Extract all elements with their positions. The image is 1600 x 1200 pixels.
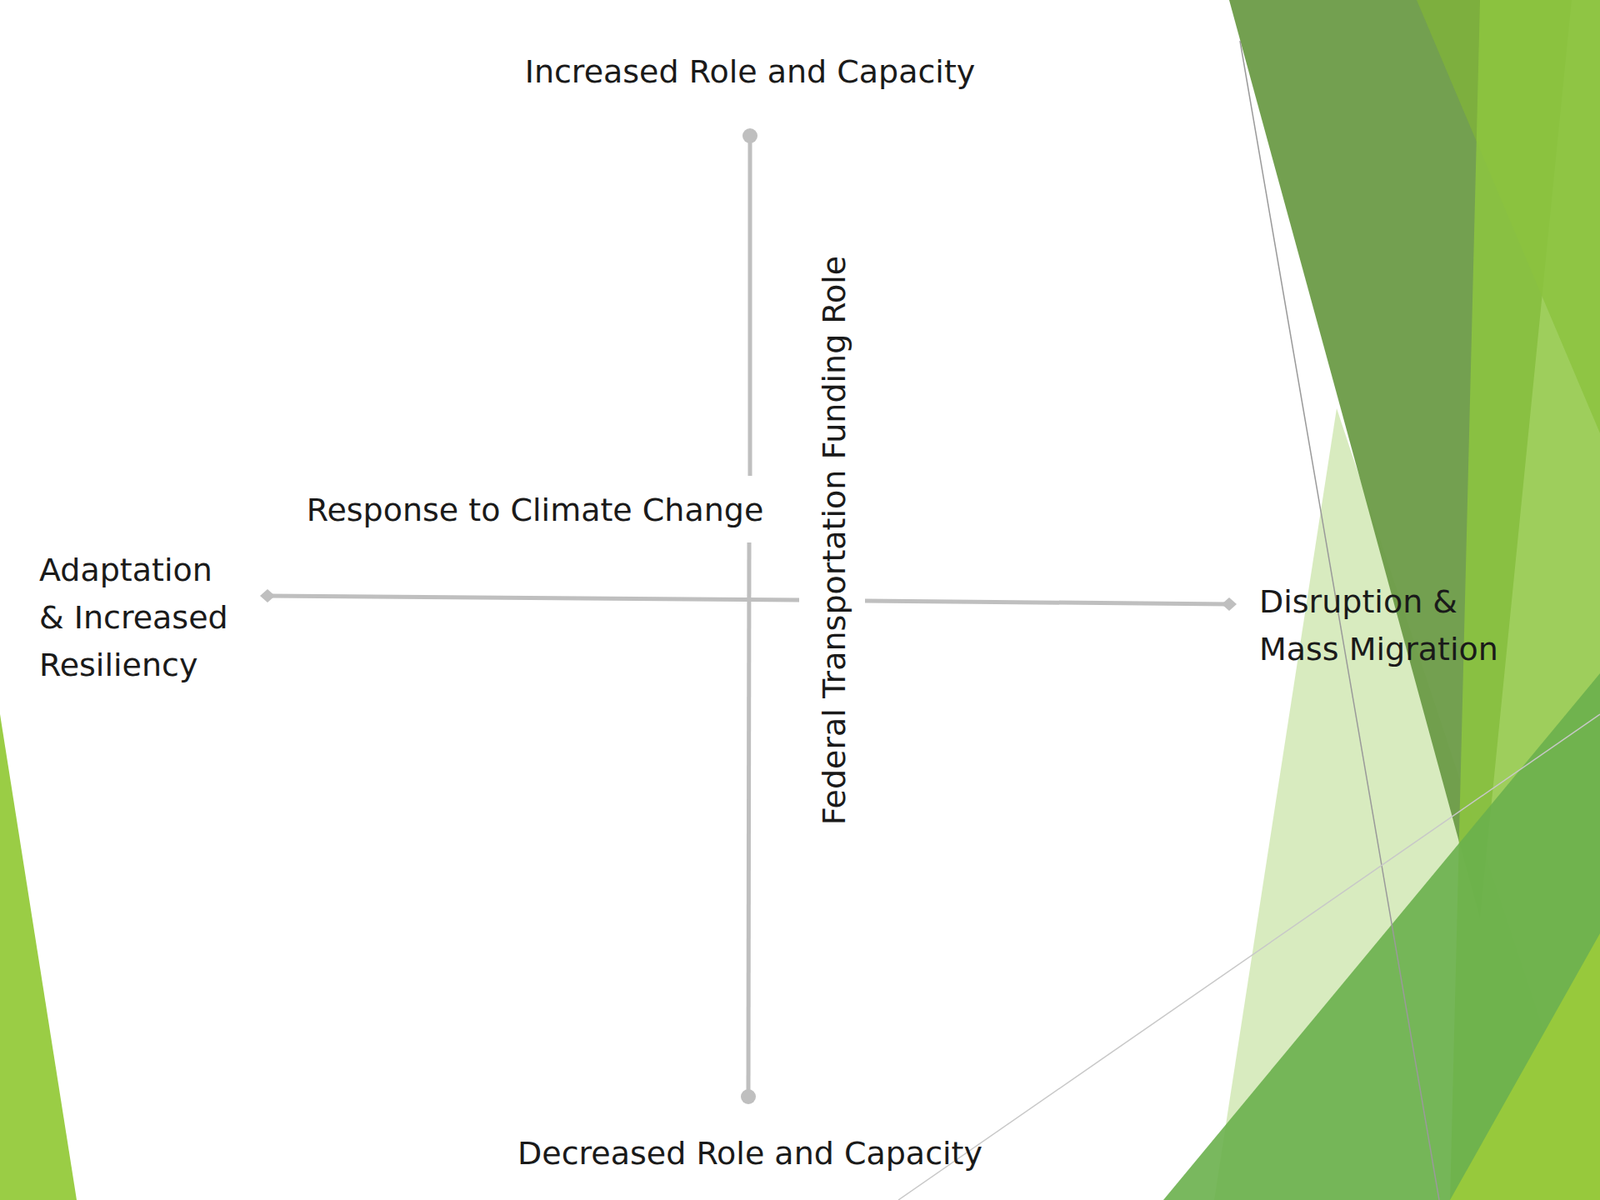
axis-end-label: Increased Role and Capacity [525,48,976,96]
scenario-pole: Adaptation & Increased Resiliency [39,546,238,690]
left-band [0,714,77,1200]
axis-title-vertical: Federal Transportation Funding Role [811,255,860,825]
axis-diamond [1221,597,1237,611]
axis-end-label: Decreased Role and Capacity [517,1130,983,1178]
axes [267,135,1230,1097]
horizontal-axis [267,595,800,600]
thin-line [1240,40,1440,1200]
axis-dot [740,1089,756,1105]
horizontal-axis [865,600,1230,605]
bottom-band [1163,673,1600,1200]
axis-title: Response to Climate Change [303,486,768,535]
thin-line [898,714,1600,1200]
axis-ends [260,128,1237,1105]
corner-band [1450,933,1600,1200]
vertical-axis [748,135,753,476]
vertical-axis [748,542,750,1097]
scenario-pole: Disruption & Mass Migration [1259,578,1510,674]
axis-dot [742,128,758,144]
axis-diamond [260,589,275,603]
